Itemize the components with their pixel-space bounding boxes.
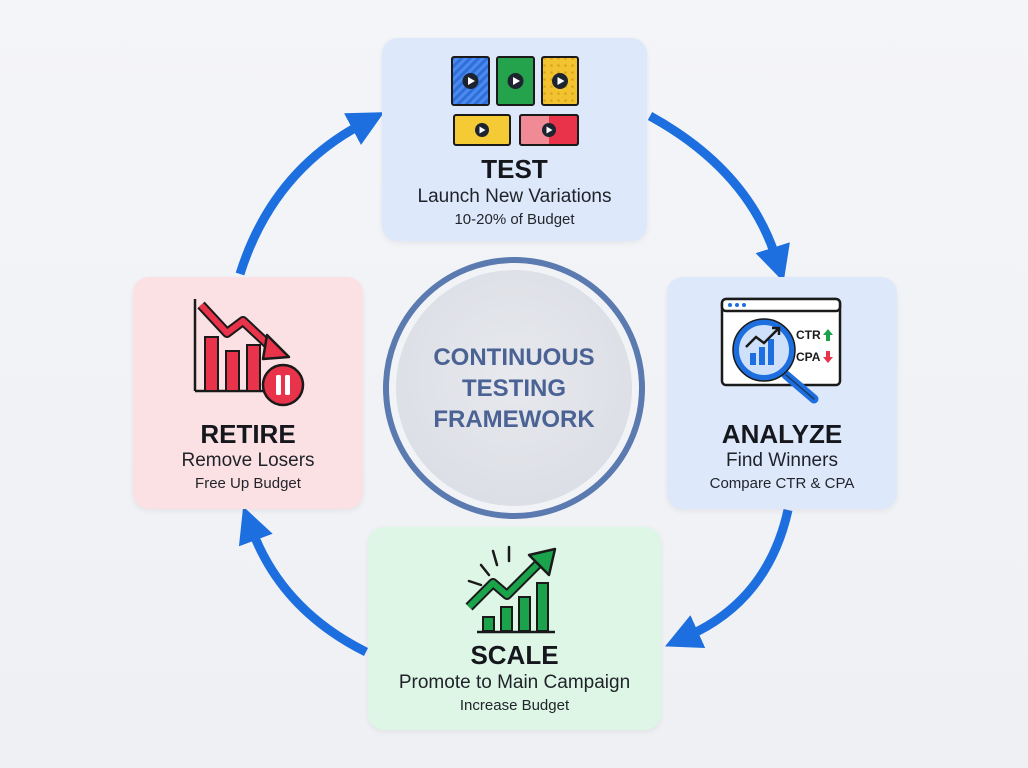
arrow-scale-to-retire <box>238 506 369 657</box>
stage-title: TEST <box>481 154 548 184</box>
stage-note: Free Up Budget <box>195 475 301 492</box>
stage-title: RETIRE <box>200 419 296 449</box>
arrow-analyze-to-scale <box>665 509 793 648</box>
arrow-retire-to-test <box>235 112 385 276</box>
metric-ctr-label: CTR <box>796 328 821 342</box>
center-title-line-1: CONTINUOUS <box>433 343 595 371</box>
stage-note: Compare CTR & CPA <box>709 475 855 492</box>
growth-chart-icon <box>464 545 556 634</box>
stage-card-scale: SCALE Promote to Main Campaign Increase … <box>368 527 661 730</box>
stage-subtitle: Promote to Main Campaign <box>398 672 631 693</box>
stage-card-retire: RETIRE Remove Losers Free Up Budget <box>133 277 363 509</box>
stage-subtitle: Remove Losers <box>181 450 315 471</box>
stage-title: SCALE <box>470 640 559 670</box>
center-disc <box>396 270 632 506</box>
center-title-line-3: FRAMEWORK <box>433 405 595 433</box>
stage-note: Increase Budget <box>459 697 570 714</box>
stage-title: ANALYZE <box>721 419 843 449</box>
arrow-test-to-analyze <box>647 112 790 283</box>
declining-chart-pause-icon <box>193 299 305 407</box>
stage-card-test: TEST Launch New Variations 10-20% of Bud… <box>382 38 647 241</box>
stage-note: 10-20% of Budget <box>454 211 575 228</box>
video-variations-grid-icon <box>450 56 579 146</box>
metric-cpa-label: CPA <box>796 350 821 364</box>
stage-card-analyze: CTR CPA ANALYZE Find Winners Compare CTR… <box>667 277 897 509</box>
center-title: CONTINUOUS TESTING FRAMEWORK <box>396 270 632 506</box>
center-title-line-2: TESTING <box>461 374 566 402</box>
analytics-magnifier-icon: CTR CPA <box>720 297 842 404</box>
stage-subtitle: Find Winners <box>726 450 838 471</box>
stage-subtitle: Launch New Variations <box>417 186 612 207</box>
